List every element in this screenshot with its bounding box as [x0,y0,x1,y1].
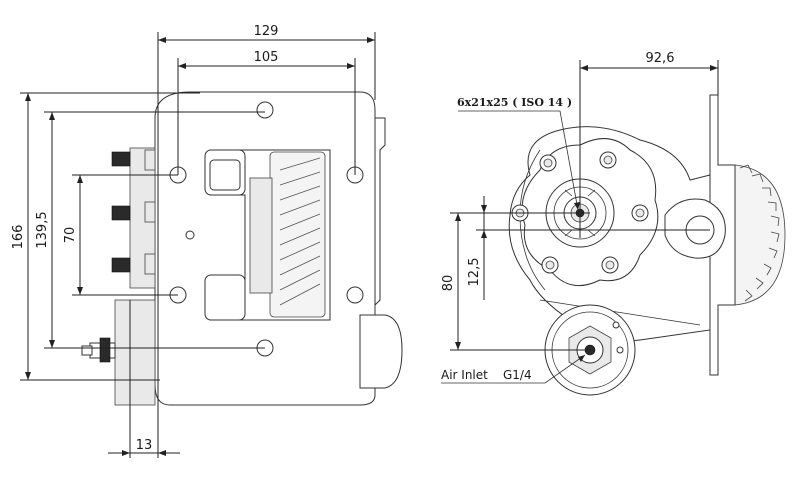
dim-12-5-label: 12,5 [467,258,482,287]
studs [111,147,156,289]
mounting-hole [256,101,274,119]
small-hole [185,230,195,240]
dim-70: 70 [63,174,178,296]
dim-80: 80 [441,212,590,351]
dim-105-label: 105 [254,50,279,65]
shift-fork-lower [204,274,246,321]
shaft-spec-note: 6x21x25 ( ISO 14 ) [457,96,572,109]
air-fitting-left [81,299,156,406]
housing-flange [374,117,386,307]
dim-13: 13 [108,300,180,458]
dim-70-label: 70 [63,227,78,244]
flange-holes [511,151,649,274]
side-boss [664,198,726,259]
dim-129-label: 129 [254,24,279,39]
dim-12-5: 12,5 [467,196,710,300]
ring-gear [734,164,786,306]
stud-nut [111,257,131,273]
dim-80-label: 80 [441,275,456,292]
dim-105: 105 [177,50,356,175]
dim-166: 166 [11,92,200,381]
dim-129: 129 [157,24,376,458]
dim-139-5: 139,5 [35,111,265,349]
mounting-hole [346,286,364,304]
dim-166-label: 166 [11,225,26,250]
dim-92-6-label: 92,6 [646,51,675,66]
thread-spec-label: G1/4 [503,368,532,382]
shaft-spec-callout: 6x21x25 ( ISO 14 ) [457,96,580,211]
stud-nut [111,151,131,167]
stud-nut [111,205,131,221]
front-view: 129 105 166 139,5 [11,24,403,458]
helical-gear [269,151,326,318]
dim-92-6: 92,6 [579,51,719,238]
side-view: 92,6 80 12,5 6x21x25 ( ISO 14 ) Air Inle… [441,51,786,396]
gear-hub [249,177,273,294]
air-inlet-label: Air Inlet [441,368,488,382]
dim-13-label: 13 [136,438,153,453]
dim-139-5-label: 139,5 [35,211,50,248]
air-cylinder [359,314,403,389]
gear-teeth [279,157,321,306]
air-inlet-callout: Air Inlet G1/4 [441,354,586,384]
